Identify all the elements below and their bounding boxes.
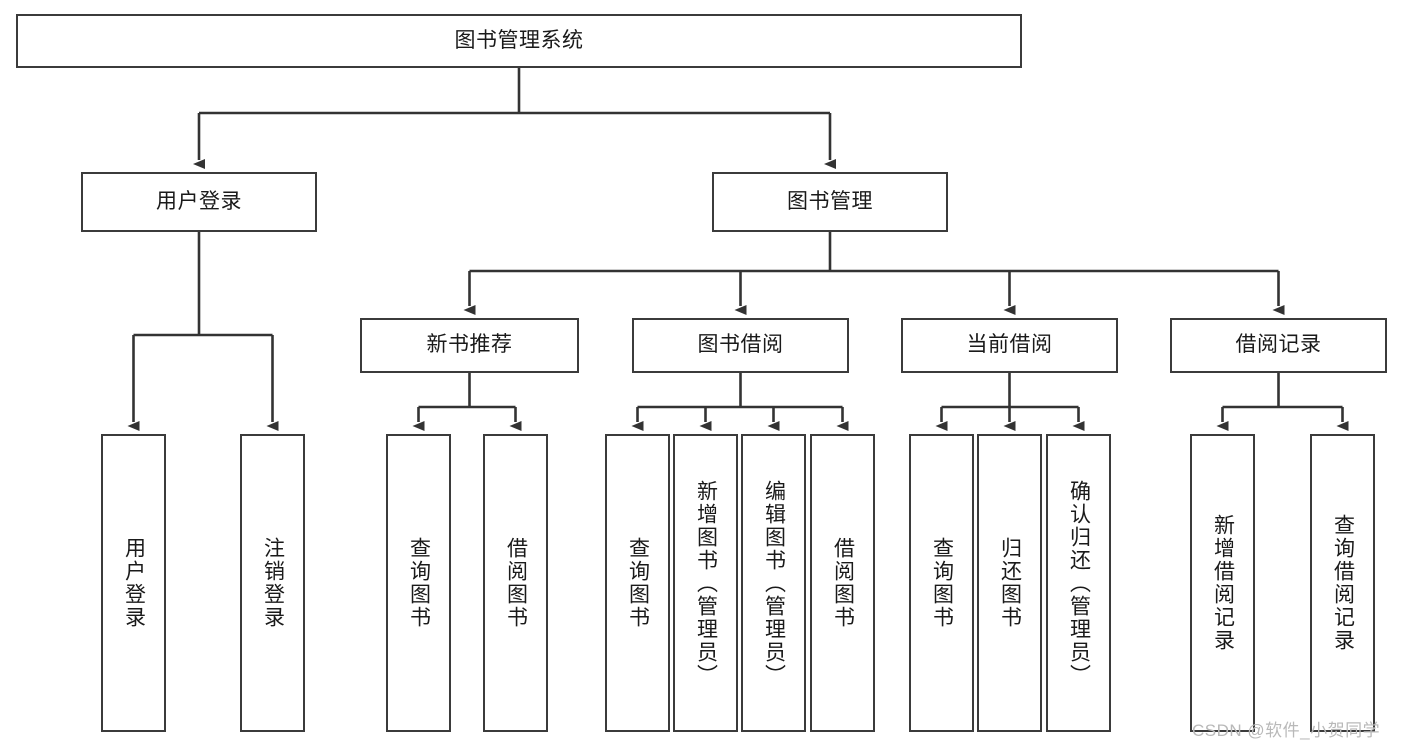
node-label: 查询图书 (407, 537, 431, 629)
node-label: 图书借阅 (697, 333, 784, 357)
node-label: 新书推荐 (426, 333, 513, 357)
node-borrow-record: 借阅记录 (1170, 318, 1387, 373)
node-current-borrow: 当前借阅 (901, 318, 1118, 373)
node-leaf-borrow-book-2: 借阅图书 (810, 434, 875, 732)
node-label: 确认归还（管理员） (1067, 479, 1091, 687)
node-leaf-borrow-book-1: 借阅图书 (483, 434, 548, 732)
node-label: 当前借阅 (966, 333, 1053, 357)
node-label: 借阅图书 (504, 537, 528, 629)
node-leaf-query-record: 查询借阅记录 (1310, 434, 1375, 732)
node-label: 用户登录 (122, 537, 146, 629)
node-label: 新增借阅记录 (1211, 514, 1235, 652)
node-leaf-logout-login: 注销登录 (240, 434, 305, 732)
node-label: 图书管理系统 (454, 28, 584, 52)
node-leaf-add-book: 新增图书（管理员） (673, 434, 738, 732)
node-user-login: 用户登录 (81, 172, 317, 232)
node-label: 用户登录 (156, 189, 242, 213)
node-label: 归还图书 (998, 537, 1022, 629)
node-leaf-query-book-2: 查询图书 (605, 434, 670, 732)
node-leaf-return-book: 归还图书 (977, 434, 1042, 732)
node-book-manage: 图书管理 (712, 172, 948, 232)
node-root: 图书管理系统 (16, 14, 1022, 68)
node-label: 借阅记录 (1235, 333, 1322, 357)
node-leaf-add-record: 新增借阅记录 (1190, 434, 1255, 732)
node-leaf-query-book-3: 查询图书 (909, 434, 974, 732)
node-label: 借阅图书 (831, 537, 855, 629)
watermark-text: CSDN @软件_小贺同学 (1192, 721, 1381, 740)
node-label: 查询图书 (930, 537, 954, 629)
node-label: 编辑图书（管理员） (762, 479, 786, 687)
node-label: 图书管理 (787, 189, 873, 213)
node-leaf-edit-book: 编辑图书（管理员） (741, 434, 806, 732)
node-leaf-query-book-1: 查询图书 (386, 434, 451, 732)
node-leaf-confirm-return: 确认归还（管理员） (1046, 434, 1111, 732)
node-new-book-rec: 新书推荐 (360, 318, 579, 373)
node-leaf-user-login: 用户登录 (101, 434, 166, 732)
node-label: 查询图书 (626, 537, 650, 629)
node-label: 注销登录 (261, 537, 285, 629)
node-book-borrow: 图书借阅 (632, 318, 849, 373)
node-label: 新增图书（管理员） (694, 479, 718, 687)
node-label: 查询借阅记录 (1331, 514, 1355, 652)
